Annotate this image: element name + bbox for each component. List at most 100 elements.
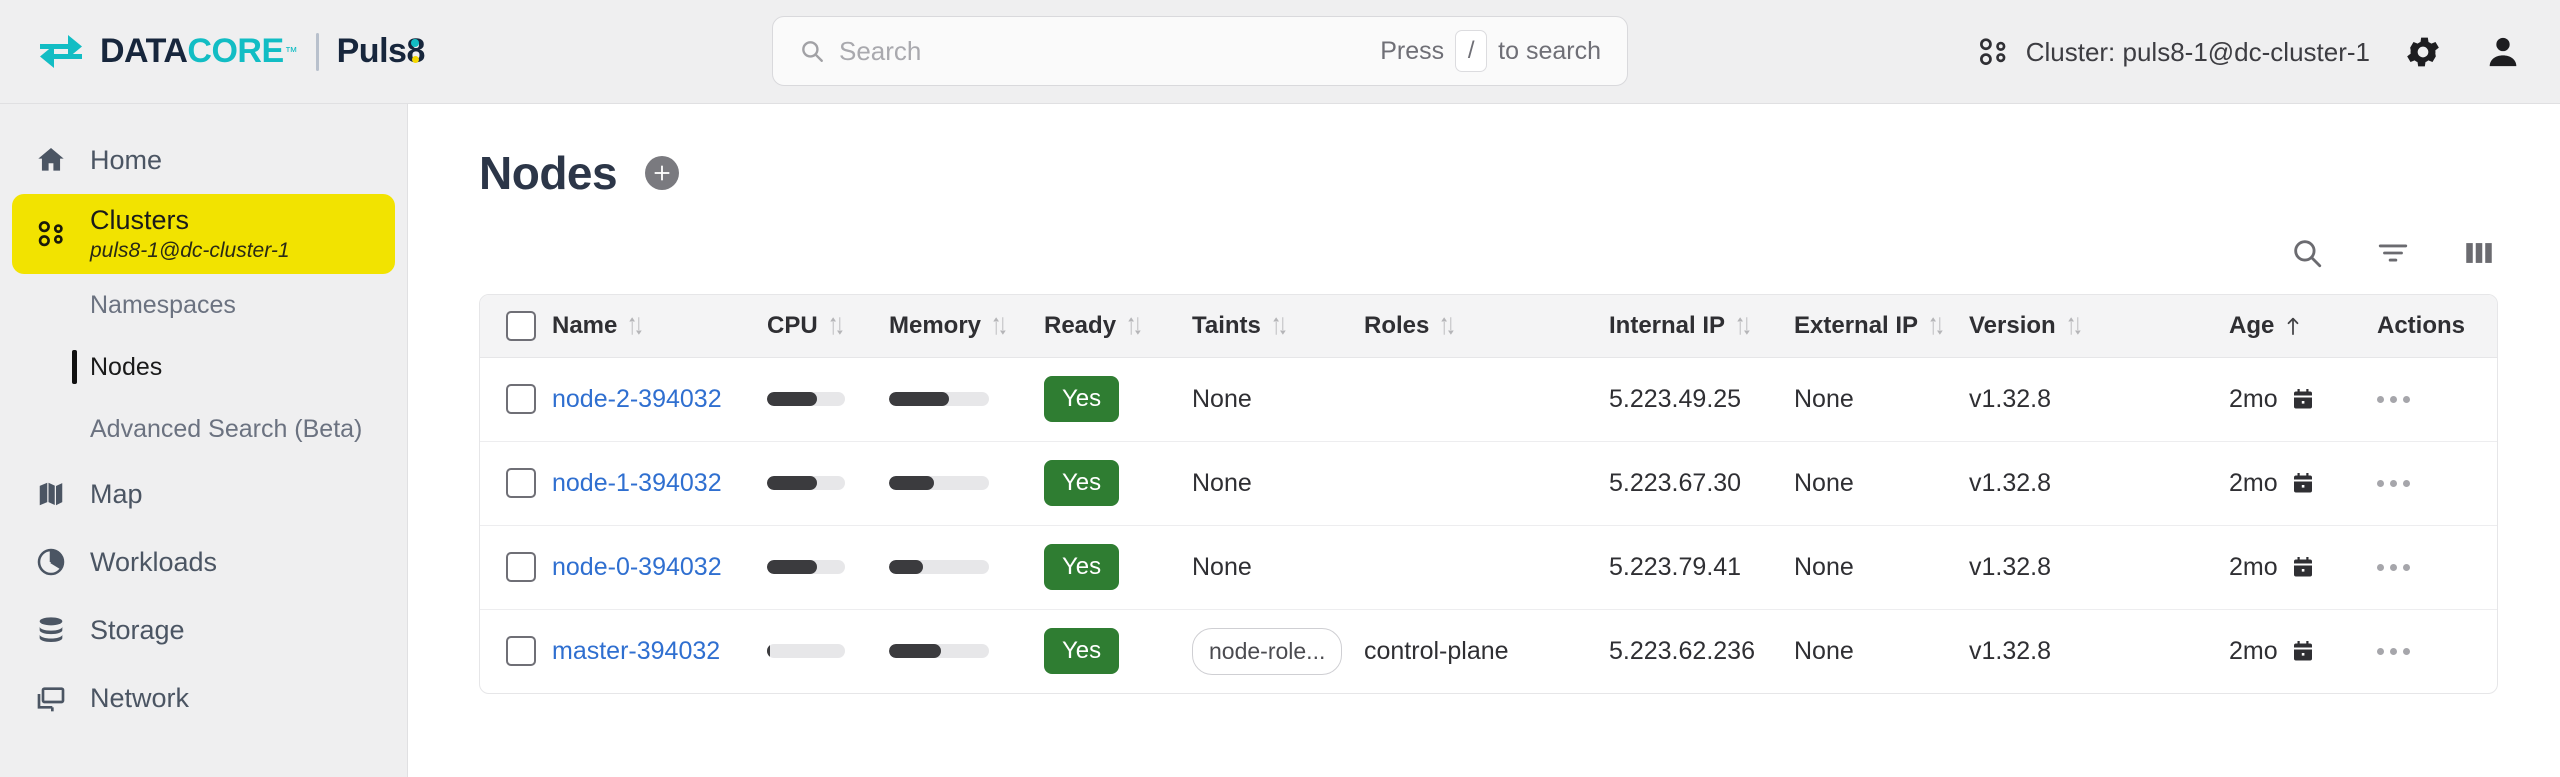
sidebar-item-home[interactable]: Home bbox=[12, 126, 395, 194]
cell-actions[interactable] bbox=[2377, 609, 2497, 693]
cluster-selector[interactable]: Cluster: puls8-1@dc-cluster-1 bbox=[1976, 35, 2370, 69]
gear-icon bbox=[2407, 37, 2439, 67]
cell-age: 2mo bbox=[2229, 357, 2377, 442]
cell-memory bbox=[889, 441, 1044, 526]
th-name-label: Name bbox=[552, 311, 618, 339]
cell-name[interactable]: node-1-394032 bbox=[552, 441, 767, 526]
th-external-ip[interactable]: External IP bbox=[1794, 295, 1969, 358]
sort-icon bbox=[993, 317, 1006, 335]
table-filter-button[interactable] bbox=[2372, 232, 2414, 274]
sidebar-subitem-advanced-search[interactable]: Advanced Search (Beta) bbox=[12, 398, 395, 460]
cell-actions[interactable] bbox=[2377, 357, 2497, 442]
cell-taints: None bbox=[1192, 441, 1364, 526]
cell-internal-ip: 5.223.67.30 bbox=[1609, 441, 1794, 526]
search-input[interactable] bbox=[839, 35, 1381, 67]
row-actions-menu-button[interactable] bbox=[2377, 479, 2497, 487]
cell-age: 2mo bbox=[2229, 609, 2377, 693]
brand-core: CORE bbox=[187, 32, 284, 70]
th-cpu[interactable]: CPU bbox=[767, 295, 889, 358]
sidebar-item-clusters[interactable]: Clusters puls8-1@dc-cluster-1 bbox=[12, 194, 395, 274]
cell-internal-ip: 5.223.49.25 bbox=[1609, 357, 1794, 442]
row-actions-menu-button[interactable] bbox=[2377, 647, 2497, 655]
cell-select[interactable] bbox=[480, 525, 552, 610]
cell-internal-ip: 5.223.79.41 bbox=[1609, 525, 1794, 610]
row-checkbox[interactable] bbox=[506, 468, 536, 498]
row-checkbox[interactable] bbox=[506, 384, 536, 414]
nodes-table-body: node-2-394032 Yes None 5.223.49.25 None … bbox=[480, 357, 2497, 693]
main-content: Nodes bbox=[409, 104, 2560, 777]
calendar-icon bbox=[2293, 641, 2312, 661]
table-search-button[interactable] bbox=[2286, 232, 2328, 274]
node-link[interactable]: master-394032 bbox=[552, 636, 721, 665]
sidebar-item-map[interactable]: Map bbox=[12, 460, 395, 528]
sidebar-item-workloads-label: Workloads bbox=[90, 546, 218, 577]
ready-badge: Yes bbox=[1044, 460, 1120, 506]
cell-actions[interactable] bbox=[2377, 525, 2497, 610]
roles-value: control-plane bbox=[1364, 636, 1509, 665]
sidebar-item-clusters-sublabel: puls8-1@dc-cluster-1 bbox=[90, 239, 290, 262]
add-node-button[interactable] bbox=[645, 156, 680, 190]
cell-name[interactable]: master-394032 bbox=[552, 609, 767, 693]
age-value: 2mo bbox=[2229, 384, 2278, 413]
th-roles[interactable]: Roles bbox=[1364, 295, 1609, 358]
cell-name[interactable]: node-0-394032 bbox=[552, 525, 767, 610]
cpu-progress-fill bbox=[767, 560, 817, 574]
select-all-checkbox[interactable] bbox=[506, 310, 536, 341]
node-link[interactable]: node-2-394032 bbox=[552, 384, 722, 413]
table-header-row: Name CPU Memory Ready bbox=[480, 295, 2497, 358]
th-ready[interactable]: Ready bbox=[1044, 295, 1192, 358]
table-row[interactable]: node-2-394032 Yes None 5.223.49.25 None … bbox=[480, 357, 2497, 442]
row-actions-menu-button[interactable] bbox=[2377, 395, 2497, 403]
database-icon bbox=[34, 613, 68, 647]
th-ready-label: Ready bbox=[1044, 311, 1117, 339]
sidebar-item-workloads[interactable]: Workloads bbox=[12, 528, 395, 596]
cell-name[interactable]: node-2-394032 bbox=[552, 357, 767, 442]
table-row[interactable]: node-1-394032 Yes None 5.223.67.30 None … bbox=[480, 441, 2497, 526]
node-link[interactable]: node-0-394032 bbox=[552, 552, 722, 581]
taint-badge[interactable]: node-role... bbox=[1192, 627, 1343, 675]
cell-taints: None bbox=[1192, 525, 1364, 610]
account-button[interactable] bbox=[2476, 25, 2530, 79]
external-ip-value: None bbox=[1794, 552, 1854, 581]
row-actions-menu-button[interactable] bbox=[2377, 563, 2497, 571]
cell-external-ip: None bbox=[1794, 525, 1969, 610]
brand-trademark: ™ bbox=[284, 44, 298, 59]
sidebar-item-network[interactable]: Network bbox=[12, 664, 395, 732]
brand-eight: 8 bbox=[406, 32, 426, 70]
settings-button[interactable] bbox=[2396, 25, 2450, 79]
th-memory[interactable]: Memory bbox=[889, 295, 1044, 358]
sidebar-subitem-namespaces[interactable]: Namespaces bbox=[12, 274, 395, 336]
cluster-nodes-icon bbox=[34, 217, 68, 251]
table-columns-button[interactable] bbox=[2458, 232, 2500, 274]
sidebar-item-clusters-label: Clusters bbox=[90, 205, 190, 235]
filter-icon bbox=[2378, 244, 2408, 262]
row-checkbox[interactable] bbox=[506, 636, 536, 667]
cell-select[interactable] bbox=[480, 441, 552, 526]
table-row[interactable]: master-394032 Yes node-role... control-p… bbox=[480, 609, 2497, 693]
cell-roles: control-plane bbox=[1364, 609, 1609, 693]
cell-select[interactable] bbox=[480, 357, 552, 442]
sidebar-item-storage[interactable]: Storage bbox=[12, 596, 395, 664]
cell-version: v1.32.8 bbox=[1969, 525, 2229, 610]
sort-icon bbox=[1128, 317, 1141, 335]
th-name[interactable]: Name bbox=[552, 295, 767, 358]
th-age[interactable]: Age bbox=[2229, 295, 2377, 358]
th-version[interactable]: Version bbox=[1969, 295, 2229, 358]
nodes-table-head: Name CPU Memory Ready bbox=[480, 295, 2497, 358]
search-hint-key: / bbox=[1455, 30, 1488, 72]
cell-select[interactable] bbox=[480, 609, 552, 693]
cluster-nodes-icon bbox=[1979, 38, 2006, 65]
sidebar-subitem-nodes[interactable]: Nodes bbox=[12, 336, 395, 398]
search-keyboard-hint: Press / to search bbox=[1380, 30, 1601, 72]
global-search-box[interactable]: Press / to search bbox=[772, 16, 1628, 86]
table-row[interactable]: node-0-394032 Yes None 5.223.79.41 None … bbox=[480, 525, 2497, 610]
th-internal-ip[interactable]: Internal IP bbox=[1609, 295, 1794, 358]
row-checkbox[interactable] bbox=[506, 552, 536, 582]
ready-badge: Yes bbox=[1044, 376, 1120, 422]
cell-actions[interactable] bbox=[2377, 441, 2497, 526]
th-select-all[interactable] bbox=[480, 295, 552, 358]
th-taints[interactable]: Taints bbox=[1192, 295, 1364, 358]
node-link[interactable]: node-1-394032 bbox=[552, 468, 722, 497]
cell-taints[interactable]: node-role... bbox=[1192, 609, 1364, 693]
